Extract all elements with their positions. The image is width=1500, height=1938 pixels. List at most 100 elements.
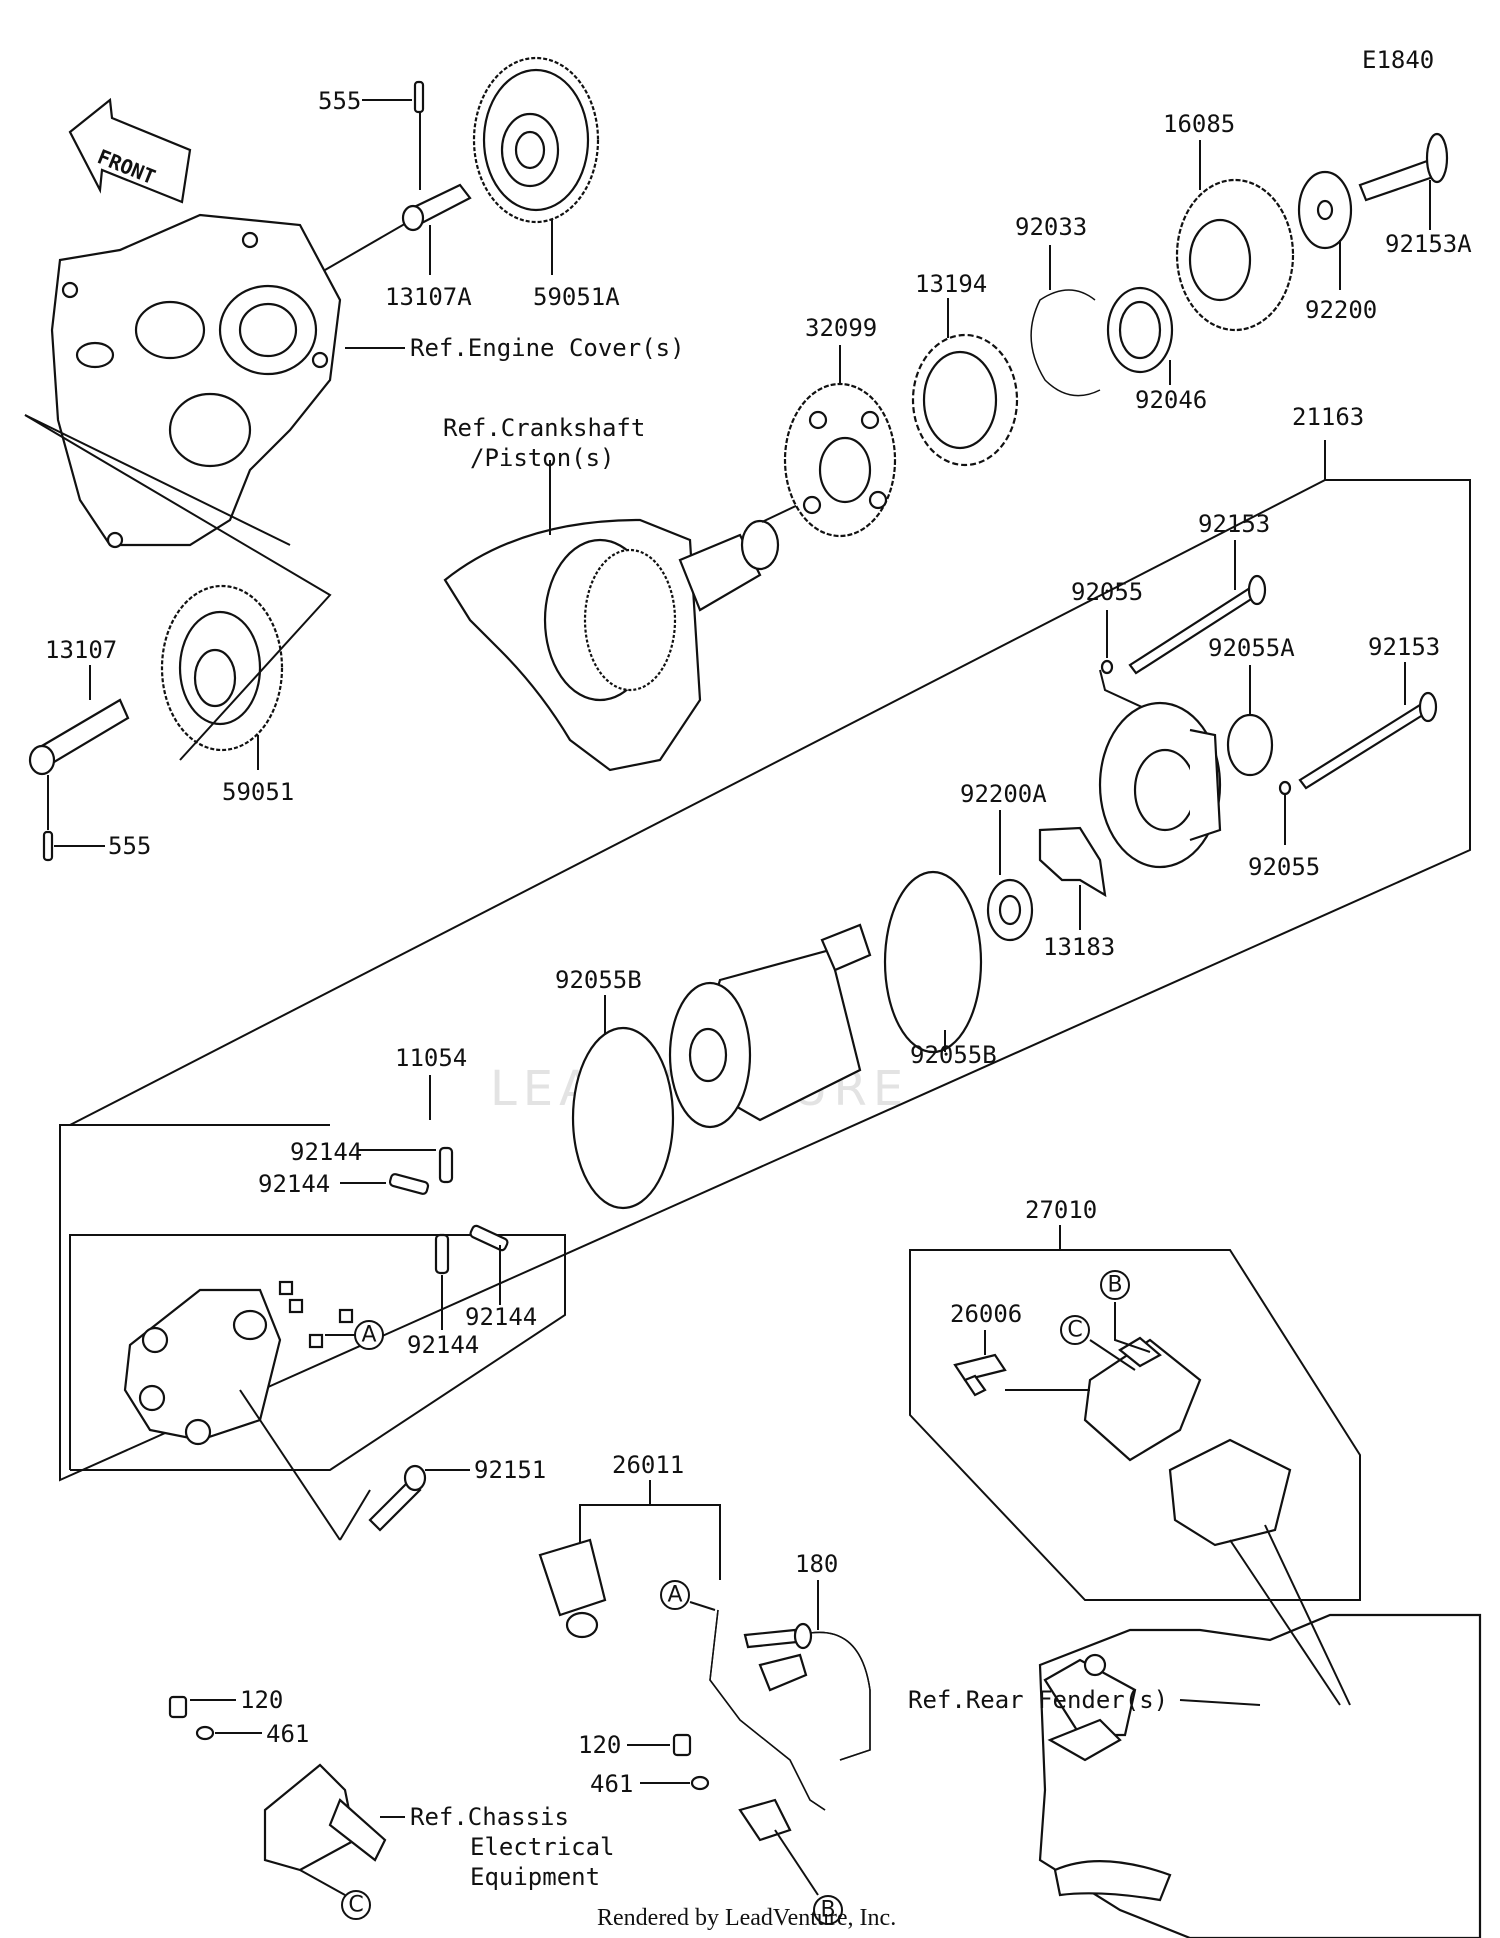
label-120-left: 120: [240, 1686, 283, 1714]
diagram-code: E1840: [1362, 46, 1434, 74]
gear-59051-part[interactable]: [160, 584, 284, 752]
label-180: 180: [795, 1550, 838, 1578]
credit-text: Rendered by LeadVenture, Inc.: [597, 1905, 896, 1931]
spring-92144-c-part[interactable]: [434, 1233, 450, 1275]
label-92153A: 92153A: [1385, 230, 1472, 258]
bolt-120-left-part[interactable]: [168, 1695, 188, 1719]
starter-motor-part[interactable]: [668, 923, 872, 1129]
spring-92144-d-part[interactable]: [469, 1224, 509, 1252]
ref-crankshaft-label-1: Ref.Crankshaft: [443, 414, 645, 442]
ref-rear-fender-label: Ref.Rear Fender(s): [908, 1686, 1168, 1714]
bolt-180-part[interactable]: [743, 1622, 813, 1650]
label-92046: 92046: [1135, 386, 1207, 414]
circlip-92033-part[interactable]: [1030, 289, 1101, 397]
front-arrow-icon: FRONT: [68, 97, 192, 204]
terminal-cap-part[interactable]: [538, 1538, 607, 1639]
label-92200: 92200: [1305, 296, 1377, 324]
ref-chassis-label-3: Equipment: [470, 1863, 600, 1891]
bolt-92153A-part[interactable]: [1358, 132, 1449, 202]
oring-92055A-part[interactable]: [1226, 713, 1274, 777]
callout-c-1: [1060, 1315, 1090, 1345]
label-461-right: 461: [590, 1770, 633, 1798]
callout-b-1-text: B: [1107, 1273, 1122, 1298]
label-120-right: 120: [578, 1731, 621, 1759]
label-11054: 11054: [395, 1044, 467, 1072]
engine-cover-part[interactable]: [50, 213, 342, 549]
callout-a-1-text: A: [361, 1323, 376, 1348]
pin-555-top-part[interactable]: [413, 80, 425, 114]
gear-59051A-part[interactable]: [472, 56, 600, 224]
callout-b-2-text: B: [820, 1898, 835, 1923]
chassis-connector-part[interactable]: [263, 1763, 387, 1872]
label-13183: 13183: [1043, 933, 1115, 961]
washer-461-right-part[interactable]: [690, 1775, 710, 1791]
label-27010: 27010: [1025, 1196, 1097, 1224]
bolt-120-right-part[interactable]: [672, 1733, 692, 1757]
pin-555-bottom-part[interactable]: [42, 830, 54, 862]
label-92144-d: 92144: [465, 1303, 537, 1331]
bolt-92153-a-part[interactable]: [1128, 574, 1267, 675]
label-555-bottom: 555: [108, 832, 151, 860]
callout-c-1-text: C: [1067, 1318, 1082, 1343]
label-13194: 13194: [915, 270, 987, 298]
ref-engine-cover-label: Ref.Engine Cover(s): [410, 334, 685, 362]
oring-92055B-left-part[interactable]: [571, 1026, 675, 1210]
plate-13183-part[interactable]: [1038, 826, 1107, 898]
ref-chassis-label-1: Ref.Chassis: [410, 1803, 569, 1831]
washer-92200A-part[interactable]: [986, 878, 1034, 942]
starter-end-cover-part[interactable]: [1098, 701, 1222, 869]
label-26006: 26006: [950, 1300, 1022, 1328]
ref-chassis-label-2: Electrical: [470, 1833, 615, 1861]
callout-c-2: [341, 1890, 371, 1920]
label-92055-a: 92055: [1071, 578, 1143, 606]
starter-cable-part[interactable]: [709, 1609, 871, 1811]
label-92144-c: 92144: [407, 1331, 479, 1359]
ref-crankshaft-label-2: /Piston(s): [470, 444, 615, 472]
rear-fender-part[interactable]: [1038, 1613, 1482, 1938]
washer-461-left-part[interactable]: [195, 1725, 215, 1741]
bearing-92046-part[interactable]: [1106, 286, 1174, 374]
label-92151: 92151: [474, 1456, 546, 1484]
label-461-left: 461: [266, 1720, 309, 1748]
label-59051A: 59051A: [533, 283, 620, 311]
oring-92055-b-part[interactable]: [1278, 780, 1292, 796]
label-92153-b: 92153: [1368, 633, 1440, 661]
oring-92055B-right-part[interactable]: [883, 870, 983, 1054]
label-92144-a: 92144: [290, 1138, 362, 1166]
oring-92055-a-part[interactable]: [1100, 659, 1114, 675]
callout-a-1: [354, 1320, 384, 1350]
sleeve-13107-part[interactable]: [28, 698, 130, 776]
label-13107: 13107: [45, 636, 117, 664]
label-13107A: 13107A: [385, 283, 472, 311]
crankshaft-part[interactable]: [443, 518, 780, 772]
label-59051: 59051: [222, 778, 294, 806]
cable-terminal-b-part[interactable]: [738, 1798, 792, 1842]
callout-b-1: [1100, 1270, 1130, 1300]
label-92200A: 92200A: [960, 780, 1047, 808]
gear-32099-part[interactable]: [783, 382, 897, 538]
callout-a-2: [660, 1580, 690, 1610]
callout-a-2-text: A: [667, 1583, 682, 1608]
relay-part[interactable]: [1083, 1336, 1202, 1462]
label-92055B-right: 92055B: [910, 1041, 997, 1069]
spring-92144-a-part[interactable]: [438, 1146, 454, 1184]
label-92144-b: 92144: [258, 1170, 330, 1198]
label-92055B-left: 92055B: [555, 966, 642, 994]
spring-92144-b-part[interactable]: [388, 1173, 430, 1195]
callout-c-2-text: C: [348, 1893, 363, 1918]
brush-holder-part[interactable]: [123, 1280, 354, 1446]
bolt-92151-part[interactable]: [368, 1464, 427, 1532]
gear-16085-part[interactable]: [1175, 178, 1295, 332]
label-555-top: 555: [318, 87, 361, 115]
label-92055A: 92055A: [1208, 634, 1295, 662]
label-21163: 21163: [1292, 403, 1364, 431]
fuse-26006-part[interactable]: [953, 1353, 1007, 1397]
callout-b-2: [813, 1895, 843, 1925]
clutch-13194-part[interactable]: [911, 333, 1019, 467]
label-92033: 92033: [1015, 213, 1087, 241]
relay-cover-part[interactable]: [1168, 1438, 1292, 1547]
bolt-92153-b-part[interactable]: [1298, 691, 1438, 790]
washer-92200-part[interactable]: [1297, 170, 1353, 250]
label-32099: 32099: [805, 314, 877, 342]
